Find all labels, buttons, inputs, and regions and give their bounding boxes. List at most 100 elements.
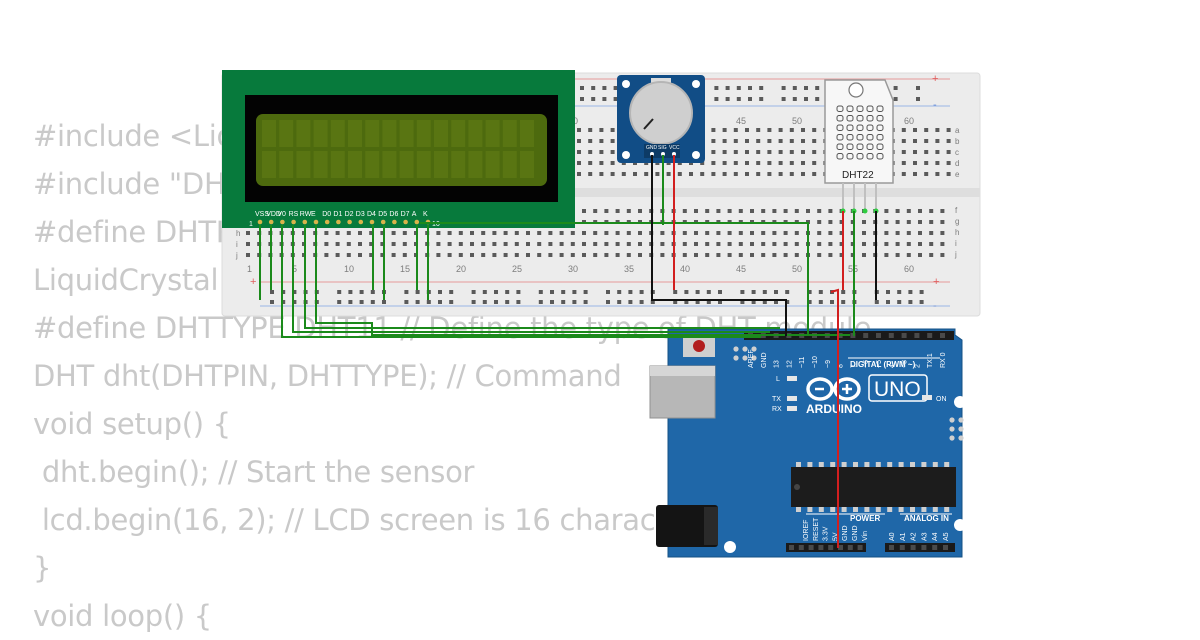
bb-hole bbox=[794, 231, 799, 235]
pot-knob[interactable] bbox=[629, 81, 693, 145]
bb-hole bbox=[582, 253, 586, 257]
bb-row-letter: b bbox=[955, 137, 960, 146]
bb-hole bbox=[606, 300, 610, 304]
bb-hole bbox=[281, 300, 286, 304]
bb-hole bbox=[348, 300, 353, 304]
wire-pot-sig bbox=[420, 222, 809, 336]
bb-hole bbox=[447, 231, 452, 235]
icsp-pin bbox=[733, 355, 739, 361]
lcd-pin-label: D3 bbox=[356, 211, 365, 218]
bb-hole bbox=[604, 231, 609, 235]
bb-hole bbox=[946, 139, 951, 143]
digital-pin bbox=[914, 333, 920, 338]
analog-pin bbox=[889, 545, 894, 550]
pot-mount-hole bbox=[692, 80, 700, 88]
bb-hole bbox=[537, 253, 542, 257]
bb-hole bbox=[470, 231, 474, 235]
bb-hole bbox=[628, 290, 633, 294]
bb-hole bbox=[561, 290, 566, 294]
bb-hole bbox=[492, 253, 497, 257]
bb-hole bbox=[617, 290, 622, 294]
bb-hole bbox=[727, 209, 732, 213]
bb-hole bbox=[380, 231, 385, 235]
bb-hole bbox=[778, 139, 783, 143]
bb-hole bbox=[789, 128, 794, 132]
icsp-pin bbox=[949, 426, 955, 432]
bb-hole bbox=[617, 300, 622, 304]
bb-hole bbox=[783, 231, 788, 235]
bb-row-letter: h bbox=[955, 228, 959, 237]
analog-pin-label: A5 bbox=[943, 532, 950, 541]
power-pin bbox=[798, 545, 804, 550]
bb-hole bbox=[727, 253, 732, 257]
bb-hole bbox=[815, 86, 820, 90]
bb-hole bbox=[906, 220, 911, 224]
bb-hole bbox=[738, 231, 743, 235]
bb-hole bbox=[906, 231, 911, 235]
bb-hole bbox=[638, 242, 642, 246]
bb-hole bbox=[901, 172, 906, 176]
bb-hole bbox=[812, 172, 817, 176]
analog-pin bbox=[921, 545, 927, 550]
bb-hole bbox=[572, 300, 577, 304]
bb-hole bbox=[337, 300, 342, 304]
bottom-header-pins bbox=[789, 545, 948, 550]
bb-hole bbox=[610, 172, 615, 176]
wires bbox=[259, 155, 877, 548]
bb-hole bbox=[694, 209, 698, 213]
bb-hole bbox=[761, 242, 766, 246]
bb-hole bbox=[817, 253, 822, 257]
bb-hole bbox=[711, 128, 716, 132]
digital-pin bbox=[927, 333, 933, 338]
bb-row-letter: g bbox=[955, 217, 959, 226]
bb-top-number: 60 bbox=[904, 116, 914, 126]
bb-hole bbox=[514, 242, 519, 246]
bb-hole bbox=[615, 242, 620, 246]
bb-hole bbox=[458, 253, 463, 257]
reset-button[interactable] bbox=[693, 340, 705, 352]
led-on bbox=[922, 395, 932, 400]
lcd-char-cell bbox=[399, 151, 414, 178]
bb-hole bbox=[919, 300, 924, 304]
bb-hole bbox=[570, 253, 575, 257]
arduino-mount-hole bbox=[954, 396, 966, 408]
wire-5v-rail bbox=[830, 288, 839, 548]
bb-hole bbox=[783, 253, 788, 257]
bb-hole bbox=[471, 290, 476, 294]
bb-hole bbox=[884, 209, 889, 213]
lcd-pin-label: A bbox=[412, 211, 417, 218]
bb-hole bbox=[783, 242, 788, 246]
bb-hole bbox=[613, 86, 618, 90]
bb-hole bbox=[380, 253, 385, 257]
bb-hole bbox=[599, 161, 604, 165]
chip-leg bbox=[853, 462, 858, 467]
bb-hole bbox=[482, 300, 487, 304]
uno-model-label: UNO bbox=[874, 378, 921, 401]
analog-pin bbox=[899, 545, 905, 550]
bb-hole bbox=[335, 231, 340, 235]
bb-hole bbox=[789, 139, 794, 143]
lcd-char-cell bbox=[520, 120, 534, 147]
chip-leg bbox=[841, 462, 847, 467]
bb-hole bbox=[817, 220, 822, 224]
bb-hole bbox=[718, 290, 722, 294]
power-jack-end bbox=[704, 507, 718, 545]
bb-hole bbox=[874, 300, 879, 304]
bb-hole bbox=[610, 150, 615, 154]
bb-row-letter: f bbox=[955, 206, 958, 215]
chip-leg bbox=[944, 462, 950, 467]
bb-hole bbox=[593, 242, 598, 246]
lcd-char-cell bbox=[399, 120, 414, 147]
bb-hole bbox=[577, 161, 581, 165]
bb-hole bbox=[391, 253, 396, 257]
bb-hole bbox=[716, 231, 721, 235]
bb-hole bbox=[924, 139, 929, 143]
bb-hole bbox=[599, 139, 604, 143]
bb-hole bbox=[559, 242, 564, 246]
bb-hole bbox=[886, 300, 890, 304]
dht-vent bbox=[866, 124, 874, 131]
bb-hole bbox=[946, 128, 951, 132]
bb-hole bbox=[335, 253, 340, 257]
bb-hole bbox=[348, 290, 353, 294]
bb-hole bbox=[817, 242, 822, 246]
